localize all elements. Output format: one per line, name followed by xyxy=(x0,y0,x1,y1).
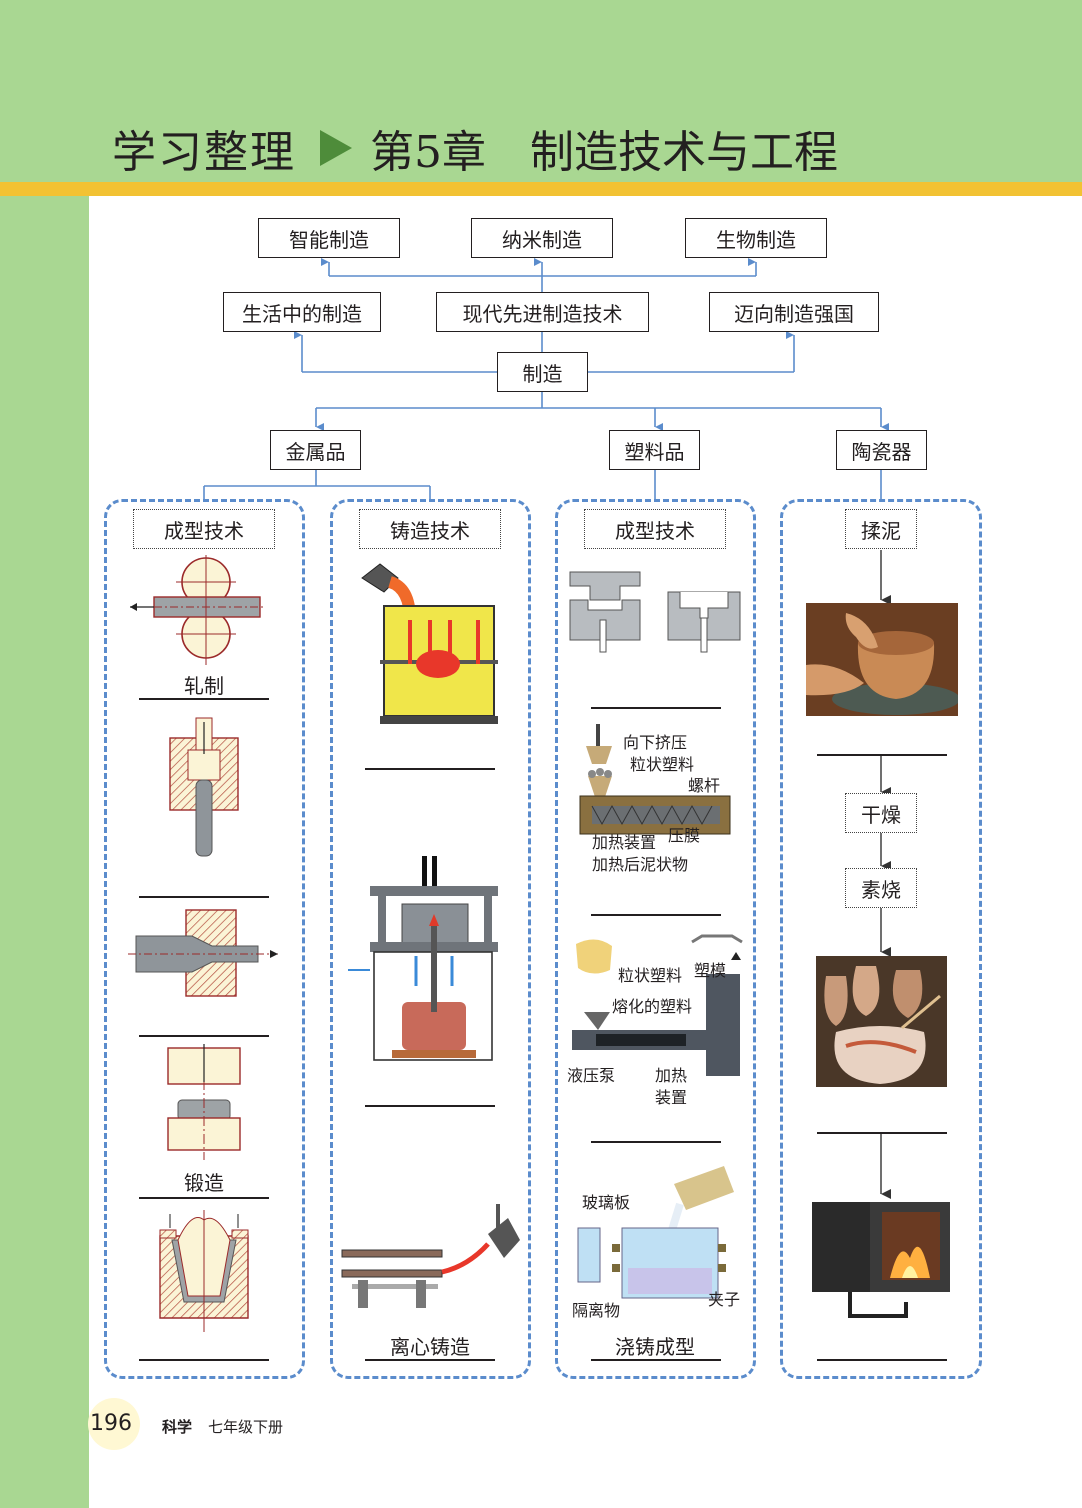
label-device: 装置 xyxy=(655,1088,688,1107)
caption-line xyxy=(817,754,947,756)
caption-line xyxy=(365,768,495,770)
drawing-diagram xyxy=(128,909,278,997)
label-die: 压膜 xyxy=(668,826,701,845)
chapter-title: 制造技术与工程 xyxy=(530,127,838,178)
heading-metal-casting: 铸造技术 xyxy=(359,509,501,549)
caption-line xyxy=(139,1359,269,1361)
node-advanced-manufacturing: 现代先进制造技术 xyxy=(436,292,649,332)
caption-forging: 锻造 xyxy=(184,1171,224,1195)
column-ceramic xyxy=(780,499,982,1379)
caption-line xyxy=(591,914,721,916)
die-casting-diagram xyxy=(348,856,498,1061)
page-number-badge xyxy=(88,1398,140,1450)
caption-line xyxy=(591,707,721,709)
label-glass-plate: 玻璃板 xyxy=(582,1193,631,1212)
label-hydraulic-pump: 液压泵 xyxy=(567,1066,616,1085)
column-metal-forming xyxy=(104,499,305,1379)
node-everyday-manufacturing: 生活中的制造 xyxy=(223,292,381,332)
step-knead-clay: 揉泥 xyxy=(845,509,917,549)
label-spacer: 隔离物 xyxy=(572,1301,621,1320)
caption-line xyxy=(591,1141,721,1143)
pottery-wheel-photo xyxy=(806,603,958,716)
step-drying: 干燥 xyxy=(845,793,917,833)
label-screw: 螺杆 xyxy=(688,776,721,795)
book-info: 科学七年级下册 xyxy=(162,1416,283,1437)
extruder-diagram xyxy=(579,724,731,835)
bisque-pottery-photo xyxy=(816,956,947,1087)
label-heater: 加热装置 xyxy=(592,833,657,852)
node-root-manufacturing: 制造 xyxy=(497,352,588,392)
page-number: 196 xyxy=(90,1411,132,1436)
kiln-photo xyxy=(812,1202,950,1318)
sand-casting-diagram xyxy=(361,563,498,724)
node-plastic-products: 塑料品 xyxy=(609,430,700,470)
left-margin-band xyxy=(0,196,89,1508)
label-granular-plastic-2: 粒状塑料 xyxy=(618,966,683,985)
step-bisque-firing: 素烧 xyxy=(845,868,917,908)
page-title: 学习整理 第5章 制造技术与工程 xyxy=(112,118,838,178)
header-band xyxy=(0,0,1082,182)
node-nano-manufacturing: 纳米制造 xyxy=(471,218,613,258)
subject-label: 科学 xyxy=(162,1418,193,1436)
caption-line xyxy=(365,1105,495,1107)
caption-line xyxy=(139,896,269,898)
label-granular-plastic: 粒状塑料 xyxy=(630,755,695,774)
caption-line xyxy=(139,698,269,700)
caption-rolling: 轧制 xyxy=(184,674,224,698)
caption-line xyxy=(817,1132,947,1134)
column-plastic-forming xyxy=(555,499,756,1379)
chapter-label: 第5章 xyxy=(370,127,486,178)
forging-diagram xyxy=(167,1044,241,1160)
rolling-diagram xyxy=(130,555,266,665)
header-stripe xyxy=(0,182,1082,196)
caption-centrifugal-casting: 离心铸造 xyxy=(390,1335,470,1359)
stamping-diagram xyxy=(159,1210,249,1332)
injection-molding-diagram xyxy=(572,934,743,1076)
centrifugal-casting-diagram xyxy=(341,1204,520,1308)
node-ceramics: 陶瓷器 xyxy=(836,430,927,470)
section-label: 学习整理 xyxy=(112,127,296,178)
cast-molding-diagram xyxy=(577,1166,734,1299)
label-press-down: 向下挤压 xyxy=(623,733,688,752)
caption-line xyxy=(817,1359,947,1361)
label-molten-plastic: 熔化的塑料 xyxy=(612,997,693,1016)
caption-line xyxy=(591,1359,721,1361)
caption-line xyxy=(139,1197,269,1199)
label-heated-paste: 加热后泥状物 xyxy=(592,855,689,874)
node-bio-manufacturing: 生物制造 xyxy=(685,218,827,258)
node-smart-manufacturing: 智能制造 xyxy=(258,218,400,258)
column-metal-casting xyxy=(330,499,531,1379)
caption-line xyxy=(365,1359,495,1361)
caption-cast-molding: 浇铸成型 xyxy=(615,1335,695,1359)
label-clamp: 夹子 xyxy=(708,1290,741,1309)
compression-mold-diagram xyxy=(569,571,741,653)
heading-metal-forming: 成型技术 xyxy=(133,509,275,549)
caption-line xyxy=(139,1035,269,1037)
play-triangle-icon xyxy=(320,130,352,166)
heading-plastic-forming: 成型技术 xyxy=(584,509,726,549)
grade-label: 七年级下册 xyxy=(208,1418,284,1436)
label-mold: 塑模 xyxy=(694,961,727,980)
node-metal-products: 金属品 xyxy=(270,430,361,470)
node-manufacturing-power: 迈向制造强国 xyxy=(709,292,879,332)
extrusion-die-diagram xyxy=(169,717,239,857)
label-heating: 加热 xyxy=(655,1066,688,1085)
